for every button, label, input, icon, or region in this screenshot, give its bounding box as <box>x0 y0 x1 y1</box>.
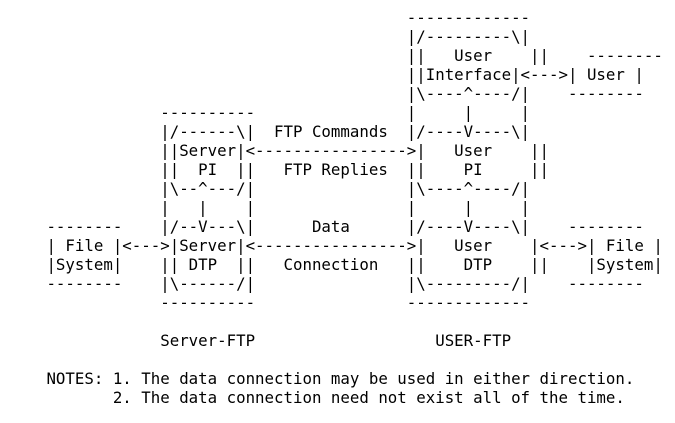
diagram-line: ||Server|<---------------->| User || <box>18 141 550 160</box>
notes-line: 2. The data connection need not exist al… <box>18 388 625 407</box>
diagram-line: |\----^----/| -------- <box>18 84 644 103</box>
diagram-line: |/---------\| <box>18 27 531 46</box>
diagram-line: ------------- <box>18 8 531 27</box>
diagram-line: ---------- | | | <box>18 103 531 122</box>
diagram-line: ---------- ------------- <box>18 293 531 312</box>
notes-line: NOTES: 1. The data connection may be use… <box>18 369 635 388</box>
diagram-line: || User || -------- <box>18 46 663 65</box>
diagram-line: | File |<--->|Server|<---------------->|… <box>18 236 663 255</box>
diagram-line: ||Interface|<--->| User | <box>18 65 644 84</box>
diagram-line: |System| || DTP || Connection || DTP || … <box>18 255 663 274</box>
diagram-line: || PI || FTP Replies || PI || <box>18 160 550 179</box>
caption-line: Server-FTP USER-FTP <box>18 331 512 350</box>
diagram-line: |/------\| FTP Commands |/----V----\| <box>18 122 531 141</box>
ascii-diagram: ------------- |/---------\| || User || -… <box>18 8 663 407</box>
diagram-line: | | | | | | <box>18 198 531 217</box>
diagram-line: |\--^---/| |\----^----/| <box>18 179 531 198</box>
diagram-line: -------- |\------/| |\---------/| ------… <box>18 274 644 293</box>
diagram-line: -------- |/--V---\| Data |/----V----\| -… <box>18 217 644 236</box>
ftp-model-diagram: ------------- |/---------\| || User || -… <box>18 8 663 407</box>
